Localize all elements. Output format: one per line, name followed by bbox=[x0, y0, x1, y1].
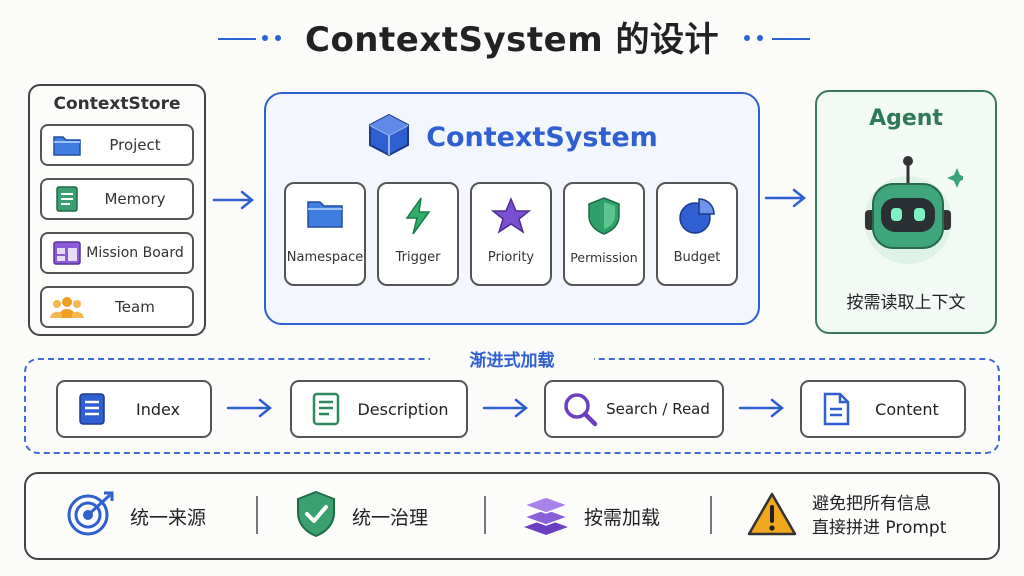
agent-panel: Agent 按需读取上下文 bbox=[815, 90, 997, 334]
arrow-right-icon bbox=[738, 398, 785, 418]
board-icon bbox=[50, 239, 84, 267]
store-item-project: Project bbox=[40, 124, 194, 166]
page-title: ContextSystem 的设计 bbox=[305, 20, 719, 60]
step-label: Content bbox=[875, 399, 939, 419]
context-store-title: ContextStore bbox=[53, 94, 181, 114]
file-icon bbox=[816, 392, 856, 426]
principle-label-line1: 避免把所有信息 bbox=[812, 494, 931, 514]
principle-unified-source: 统一来源 bbox=[66, 488, 206, 544]
store-item-label: Mission Board bbox=[86, 245, 184, 261]
warning-icon bbox=[746, 491, 798, 541]
arrow-right-icon bbox=[226, 398, 273, 418]
step-content: Content bbox=[800, 380, 966, 438]
step-label: Index bbox=[135, 399, 181, 419]
folder-icon bbox=[286, 196, 364, 230]
system-card-label: Trigger bbox=[395, 250, 441, 265]
principle-text: 避免把所有信息 直接拼进 Prompt bbox=[812, 492, 946, 540]
shield-icon bbox=[565, 196, 643, 236]
layers-icon bbox=[521, 491, 571, 541]
arrow-right-icon bbox=[764, 188, 807, 208]
context-system-panel: ContextSystem Namespace Trigger Priority… bbox=[264, 92, 760, 325]
principle-label: 统一治理 bbox=[352, 506, 429, 529]
divider bbox=[710, 496, 712, 534]
team-icon bbox=[50, 293, 84, 321]
system-card-label: Budget bbox=[673, 250, 721, 265]
title-dot bbox=[744, 35, 750, 41]
principle-avoid-prompt-stuffing: 避免把所有信息 直接拼进 Prompt bbox=[746, 488, 946, 544]
system-card-label: Priority bbox=[487, 250, 535, 265]
star-icon bbox=[472, 196, 550, 236]
title-decoration-left bbox=[218, 38, 256, 40]
context-store-panel: ContextStore Project Memory Mission Boar… bbox=[28, 84, 206, 336]
divider bbox=[484, 496, 486, 534]
document-icon bbox=[50, 185, 84, 213]
store-item-label: Memory bbox=[104, 190, 166, 208]
principle-label: 按需加载 bbox=[584, 506, 661, 529]
principle-label: 统一来源 bbox=[130, 506, 207, 529]
store-item-team: Team bbox=[40, 286, 194, 328]
title-decoration-right bbox=[772, 38, 810, 40]
system-card-namespace: Namespace bbox=[284, 182, 366, 286]
agent-subtitle: 按需读取上下文 bbox=[846, 293, 966, 313]
robot-icon bbox=[832, 150, 967, 272]
system-card-trigger: Trigger bbox=[377, 182, 459, 286]
store-item-label: Project bbox=[109, 136, 161, 154]
system-card-priority: Priority bbox=[470, 182, 552, 286]
step-label: Search / Read bbox=[606, 400, 710, 418]
principle-label-line2: 直接拼进 Prompt bbox=[812, 518, 947, 538]
arrow-right-icon bbox=[212, 190, 255, 210]
progressive-loading-title: 渐进式加载 bbox=[430, 346, 594, 371]
folder-icon bbox=[50, 131, 84, 159]
agent-title: Agent bbox=[869, 106, 943, 131]
system-card-label: Namespace bbox=[286, 250, 364, 265]
step-search-read: Search / Read bbox=[544, 380, 724, 438]
list-doc-icon bbox=[72, 392, 112, 426]
divider bbox=[256, 496, 258, 534]
target-icon bbox=[66, 491, 116, 541]
context-system-header: ContextSystem bbox=[266, 112, 758, 162]
pie-chart-icon bbox=[658, 196, 736, 236]
lightning-icon bbox=[379, 196, 457, 236]
step-description: Description bbox=[290, 380, 468, 438]
shield-check-icon bbox=[294, 490, 338, 542]
store-item-memory: Memory bbox=[40, 178, 194, 220]
system-card-budget: Budget bbox=[656, 182, 738, 286]
store-item-mission-board: Mission Board bbox=[40, 232, 194, 274]
title-dot bbox=[275, 35, 281, 41]
text-doc-icon bbox=[306, 392, 346, 426]
step-index: Index bbox=[56, 380, 212, 438]
cube-icon bbox=[366, 112, 412, 162]
principles-bar bbox=[24, 472, 1000, 560]
arrow-right-icon bbox=[482, 398, 529, 418]
title-dot bbox=[262, 35, 268, 41]
search-icon bbox=[560, 391, 600, 427]
principle-on-demand: 按需加载 bbox=[521, 488, 661, 544]
store-item-label: Team bbox=[115, 298, 155, 316]
step-label: Description bbox=[357, 399, 449, 419]
system-card-label: Permission bbox=[570, 250, 638, 265]
principle-unified-governance: 统一治理 bbox=[294, 488, 428, 544]
context-system-title: ContextSystem bbox=[426, 121, 658, 153]
title-dot bbox=[757, 35, 763, 41]
system-card-permission: Permission bbox=[563, 182, 645, 286]
